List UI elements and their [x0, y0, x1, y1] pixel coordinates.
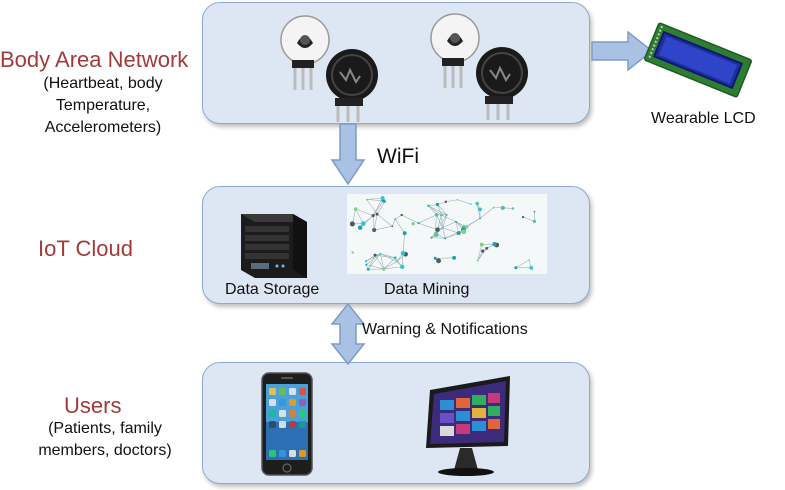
data-storage-label: Data Storage — [225, 281, 320, 298]
users-title: Users — [64, 393, 122, 418]
lcd-module-icon — [644, 22, 752, 98]
data-mining-label: Data Mining — [384, 281, 470, 298]
body-area-network-title: Body Area Network — [0, 47, 189, 72]
smartphone-icon — [261, 372, 313, 476]
pulse-sensor-icon — [430, 13, 528, 120]
arrow-to-lcd — [591, 30, 654, 72]
iot-cloud-title: IoT Cloud — [38, 236, 133, 261]
pulse-sensor-icon — [280, 15, 378, 122]
warning-double-arrow — [330, 302, 366, 366]
wifi-label: WiFi — [377, 145, 419, 168]
wearable-lcd-label: Wearable LCD — [651, 110, 756, 127]
monitor-icon — [426, 376, 510, 476]
wifi-arrow — [330, 123, 366, 186]
server-nas-icon — [241, 214, 307, 278]
warning-notifications-label: Warning & Notifications — [362, 321, 528, 338]
body-area-network-subtitle: (Heartbeat, body Temperature, Accelerome… — [43, 75, 163, 136]
users-subtitle: (Patients, family members, doctors) — [38, 420, 172, 459]
network-graph-icon — [347, 194, 547, 274]
